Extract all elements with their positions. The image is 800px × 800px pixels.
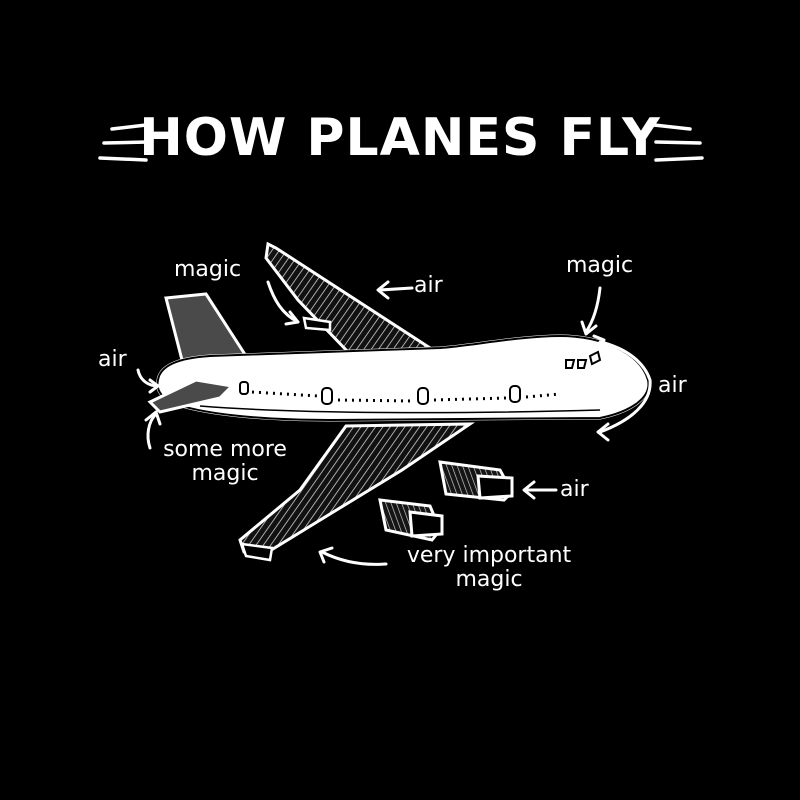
label-air-left: air <box>98 347 127 372</box>
speed-lines-icon <box>98 123 704 162</box>
label-very-important-line1: very important <box>406 543 572 568</box>
label-air-engine: air <box>560 477 589 502</box>
label-some-more-magic-line2: magic <box>191 461 259 486</box>
label-magic-top-left: magic <box>174 257 242 282</box>
label-air-top-wing: air <box>414 273 443 298</box>
tail-fin <box>164 292 249 362</box>
label-air-right: air <box>658 373 687 398</box>
label-some-more-magic: some more magic <box>150 438 300 486</box>
arrow-icon <box>136 280 652 566</box>
label-very-important-magic: very important magic <box>384 544 594 592</box>
label-some-more-magic-line1: some more <box>163 437 287 462</box>
cockpit-windows <box>565 350 602 369</box>
engines <box>378 460 514 542</box>
windows <box>239 381 561 405</box>
top-wing <box>264 241 435 356</box>
main-wing <box>238 422 476 562</box>
label-magic-top-right: magic <box>566 253 634 278</box>
label-very-important-line2: magic <box>455 567 523 592</box>
horizontal-stabilizer <box>147 378 236 414</box>
page-title: HOW PLANES FLY <box>139 108 661 168</box>
